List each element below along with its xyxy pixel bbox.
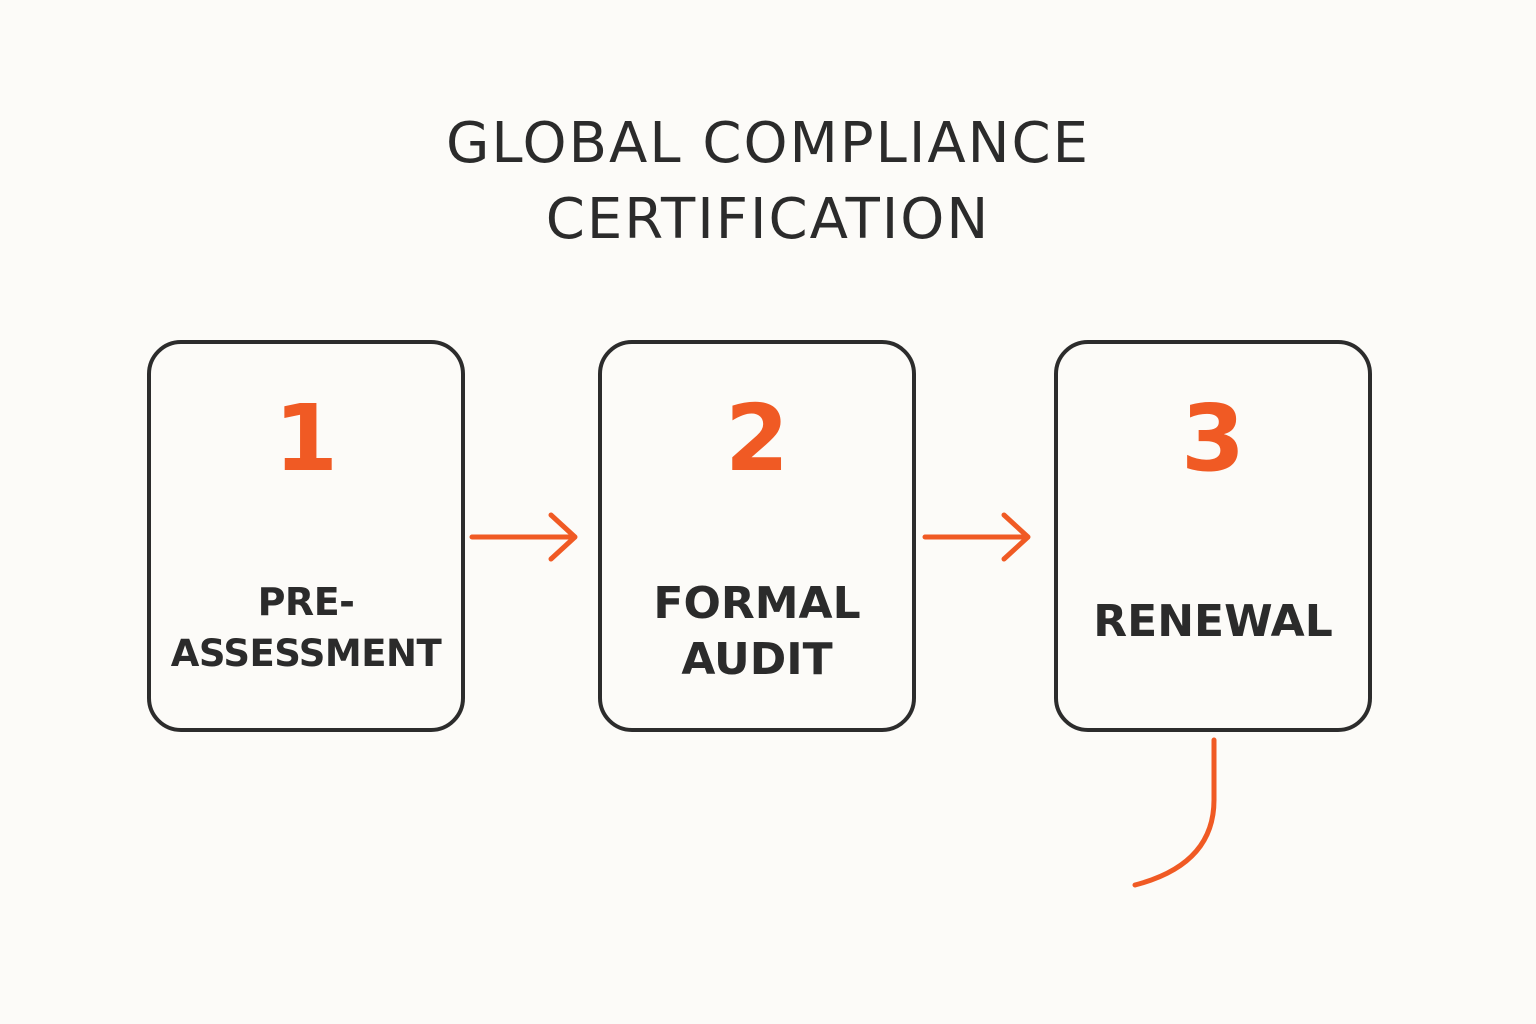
curved-line-icon [1132,737,1217,888]
step-label-line: AUDIT [681,634,833,685]
step-label: FORMAL AUDIT [602,576,912,688]
arrow-right-icon [469,512,578,562]
step-box-pre-assessment: 1 PRE- ASSESSMENT [147,340,465,732]
arrow-head [548,512,578,562]
step-number: 1 [273,385,338,492]
step-label-line: ASSESSMENT [170,632,442,675]
step-label-line: RENEWAL [1093,596,1333,647]
step-label-line: PRE- [257,580,355,624]
diagram-title-line-2: CERTIFICATION [545,187,991,252]
step-label-line: FORMAL [653,578,861,629]
step-number: 3 [1180,385,1245,492]
step-box-formal-audit: 2 FORMAL AUDIT [598,340,916,732]
step-label: PRE- ASSESSMENT [151,576,461,680]
arrow-right-icon [922,512,1031,562]
step-number: 2 [724,385,789,492]
step-box-renewal: 3 RENEWAL [1054,340,1372,732]
arrow-head [1001,512,1031,562]
diagram-title-line-1: GLOBAL COMPLIANCE [445,111,1091,176]
step-label: RENEWAL [1058,594,1368,650]
